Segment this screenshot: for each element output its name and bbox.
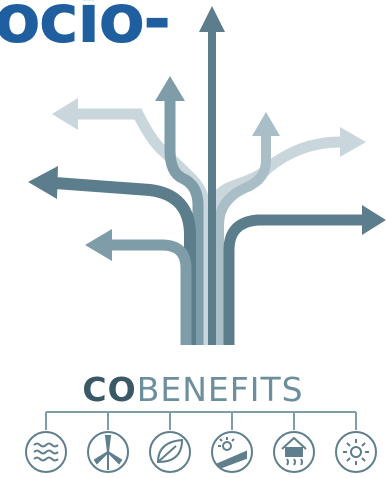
cobenefits-logo-text: COBENEFITS	[0, 373, 386, 406]
sun-icon	[335, 431, 377, 473]
waves-icon	[25, 431, 67, 473]
solar-panel-icon	[211, 431, 253, 473]
arrow-lower-left-mid	[110, 239, 192, 345]
arrow-up-left-mid	[164, 100, 204, 345]
heated-house-icon	[273, 431, 315, 473]
brand-prefix: CO	[82, 370, 137, 409]
arrow-left-dark	[54, 177, 196, 345]
arrowhead-upper-left-light	[52, 98, 78, 130]
arrow-right-dark	[223, 214, 364, 345]
arrowhead-lower-left-mid	[85, 229, 112, 261]
arrow-up-right-mid	[214, 135, 271, 345]
arrowhead-center-up	[199, 6, 225, 32]
arrowhead-up-left-mid	[155, 76, 185, 101]
wind-turbine-icon	[87, 431, 129, 473]
arrowhead-up-right-mid	[252, 112, 280, 136]
heading-fragment: ocio-	[0, 0, 171, 59]
arrowhead-left-dark	[28, 166, 58, 199]
icon-connector-bracket	[45, 411, 357, 430]
arrowhead-right-light	[340, 127, 366, 157]
arrowhead-right-dark	[362, 205, 386, 235]
leaf-icon	[149, 431, 191, 473]
brand-suffix: BENEFITS	[136, 370, 304, 409]
